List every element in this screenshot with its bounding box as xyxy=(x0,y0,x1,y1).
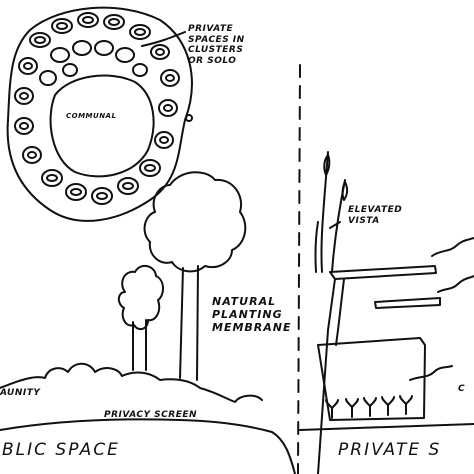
small-dot xyxy=(185,114,193,122)
elevated-pointer xyxy=(329,221,341,229)
right-partial-label: C xyxy=(458,384,466,394)
community-label: AUNITY xyxy=(0,388,41,398)
private-space-label: PRIVATE S xyxy=(338,440,442,460)
public-space-label: BLIC SPACE xyxy=(2,440,120,460)
planter-sprouts xyxy=(325,395,413,419)
private-spaces-label: PRIVATE SPACES IN CLUSTERS OR SOLO xyxy=(188,24,245,66)
divider-line xyxy=(297,64,301,474)
small-tree-canopy xyxy=(117,264,164,331)
squiggle-3 xyxy=(409,365,453,381)
elevated-vista-label: ELEVATED VISTA xyxy=(348,205,403,226)
private-cells xyxy=(14,12,180,205)
private-pointer xyxy=(141,31,186,47)
squiggle-1 xyxy=(431,237,474,257)
building-upper-deck xyxy=(329,265,437,280)
shrub-line xyxy=(0,362,263,403)
building-lower-box xyxy=(317,337,426,421)
building-mid-deck xyxy=(374,297,441,309)
big-tree-canopy xyxy=(143,171,247,273)
communal-label: COMMUNAL xyxy=(66,112,117,120)
grass-stalks xyxy=(314,151,349,273)
ground-line xyxy=(0,418,296,474)
squiggle-2 xyxy=(437,275,474,293)
building-ground xyxy=(299,423,474,431)
communal-space xyxy=(49,74,155,178)
big-tree-trunk xyxy=(179,265,199,381)
natural-planting-label: NATURAL PLANTING MEMBRANE xyxy=(212,295,292,334)
building-wall xyxy=(317,278,345,474)
small-tree-trunk xyxy=(132,319,147,371)
privacy-screen-label: PRIVACY SCREEN xyxy=(104,410,198,420)
cluster-outline xyxy=(6,6,193,222)
